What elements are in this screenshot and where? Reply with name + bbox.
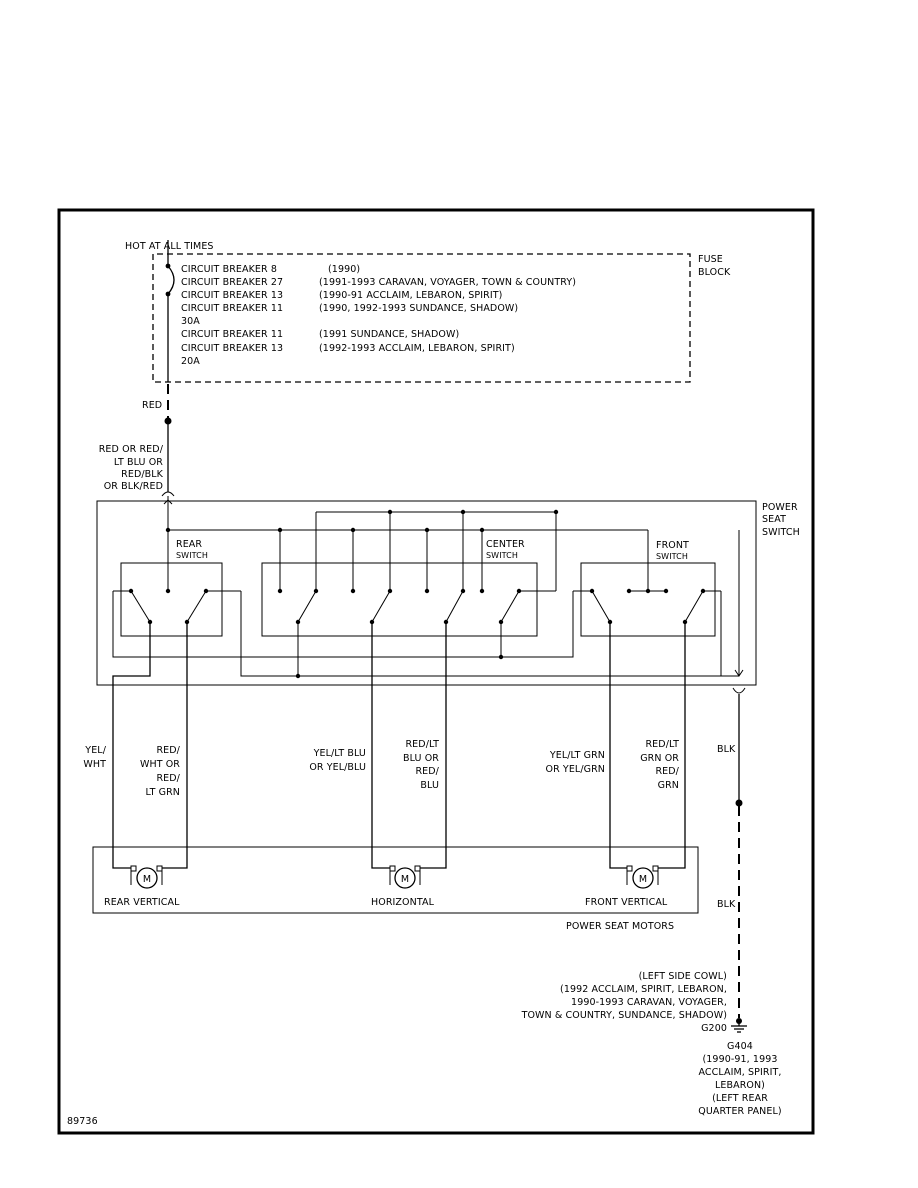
rear-vertical-label: REAR VERTICAL: [104, 897, 180, 908]
connector-symbol: [161, 491, 175, 497]
power-seat-switch-title: SEAT: [762, 514, 786, 525]
wire-label-horiz-a: YEL/LT BLU: [313, 748, 366, 759]
fuse-row-name: CIRCUIT BREAKER 8: [181, 264, 277, 275]
g404-note: ACCLAIM, SPIRIT,: [698, 1067, 781, 1078]
fuse-row-name: 30A: [181, 316, 200, 327]
fuse-row-name: CIRCUIT BREAKER 13: [181, 343, 283, 354]
fuse-row-years: (1990, 1992-1993 SUNDANCE, SHADOW): [319, 303, 518, 314]
center-switch-label: CENTER: [486, 539, 525, 550]
wire-label-blk: BLK: [717, 744, 736, 755]
connector-symbol: [732, 687, 746, 694]
wire-label-feed: RED OR RED/: [99, 444, 164, 455]
wire-label-feed: RED/BLK: [121, 469, 164, 480]
front-vertical-label: FRONT VERTICAL: [585, 897, 668, 908]
wire-label-front-b: GRN: [658, 780, 679, 791]
g404-note: LEBARON): [715, 1080, 765, 1091]
ground-wire: BLK BLK (LEFT SIDE COWL) (1992 ACCLAIM, …: [521, 687, 782, 1117]
front-switch: FRONT SWITCH: [573, 540, 721, 637]
horizontal-label: HORIZONTAL: [371, 897, 435, 908]
wire-label-blk-2: BLK: [717, 899, 736, 910]
motor-wires: YEL/ WHT RED/ WHT OR RED/ LT GRN YEL/LT …: [83, 622, 686, 869]
center-switch: CENTER SWITCH: [261, 512, 557, 637]
wire-label-rear-b: RED/: [156, 745, 180, 756]
front-vertical-motor: M: [626, 865, 659, 889]
wire-label-red: RED: [142, 400, 162, 411]
diagram-frame: [57, 208, 815, 1135]
fuse-row-years: (1992-1993 ACCLAIM, LEBARON, SPIRIT): [319, 343, 515, 354]
motor-symbol: M: [143, 874, 151, 885]
wire-label-feed: OR BLK/RED: [104, 481, 163, 492]
fuse-row-name: CIRCUIT BREAKER 13: [181, 290, 283, 301]
wire-label-front-a: YEL/LT GRN: [549, 750, 605, 761]
rear-switch-label: SWITCH: [176, 551, 208, 560]
rear-switch-label: REAR: [176, 539, 202, 550]
wire-label-horiz-b: BLU OR: [403, 753, 439, 764]
g200-note: (1992 ACCLAIM, SPIRIT, LEBARON,: [560, 984, 727, 995]
motor-symbol: M: [639, 874, 647, 885]
fuse-block-title: FUSE: [698, 254, 723, 265]
g200-label: G200: [701, 1023, 727, 1034]
wire-label-rear-a: WHT: [83, 759, 106, 770]
center-switch-label: SWITCH: [486, 551, 518, 560]
wire-label-front-a: OR YEL/GRN: [546, 764, 605, 775]
splice-dot: [735, 799, 743, 807]
horizontal-motor: M: [389, 865, 421, 889]
fuse-row-years: (1991 SUNDANCE, SHADOW): [319, 329, 459, 340]
wire-label-horiz-b: BLU: [420, 780, 439, 791]
fuse-row-name: CIRCUIT BREAKER 11: [181, 303, 283, 314]
g404-note: QUARTER PANEL): [698, 1106, 781, 1117]
fuse-row-years: (1990): [328, 264, 360, 275]
power-seat-motors: M M M REAR VERTICAL HORIZONTAL FRONT VER…: [92, 846, 699, 932]
fuse-row-name: CIRCUIT BREAKER 11: [181, 329, 283, 340]
wire-label-rear-a: YEL/: [84, 745, 106, 756]
fuse-row-list: CIRCUIT BREAKER 8 (1990) CIRCUIT BREAKER…: [181, 264, 576, 367]
fuse-block-title-2: BLOCK: [698, 267, 731, 278]
power-seat-switch-title: SWITCH: [762, 527, 800, 538]
wire-label-rear-b: LT GRN: [146, 787, 180, 798]
power-seat-switch-title: POWER: [762, 502, 798, 513]
rear-switch: REAR SWITCH: [113, 530, 241, 637]
fuse-row-years: (1991-1993 CARAVAN, VOYAGER, TOWN & COUN…: [319, 277, 576, 288]
front-switch-label: SWITCH: [656, 552, 688, 561]
feed-wire: RED RED OR RED/ LT BLU OR RED/BLK OR BLK…: [99, 384, 175, 530]
wire-label-front-b: GRN OR: [640, 753, 679, 764]
figure-id: 89736: [67, 1116, 98, 1127]
g404-note: (LEFT REAR: [712, 1093, 768, 1104]
g404-note: G404: [727, 1041, 753, 1052]
power-seat-switch: POWER SEAT SWITCH REAR SWITCH: [96, 500, 800, 686]
wire-label-rear-b: WHT OR: [140, 759, 180, 770]
front-switch-label: FRONT: [656, 540, 689, 551]
g200-note: 1990-1993 CARAVAN, VOYAGER,: [571, 997, 727, 1008]
wire-label-horiz-b: RED/: [415, 766, 439, 777]
power-seat-motors-label: POWER SEAT MOTORS: [566, 921, 674, 932]
wire-label-front-b: RED/LT: [645, 739, 679, 750]
wire-label-rear-b: RED/: [156, 773, 180, 784]
g404-note: (1990-91, 1993: [702, 1054, 777, 1065]
fuse-row-name: 20A: [181, 356, 200, 367]
g200-note: (LEFT SIDE COWL): [639, 971, 727, 982]
wire-label-horiz-a: OR YEL/BLU: [309, 762, 366, 773]
fuse-block: HOT AT ALL TIMES FUSE BLOCK CIRCUIT BREA…: [125, 240, 731, 383]
fuse-row-years: (1990-91 ACCLAIM, LEBARON, SPIRIT): [319, 290, 502, 301]
g200-note: TOWN & COUNTRY, SUNDANCE, SHADOW): [521, 1010, 727, 1021]
wire-label-front-b: RED/: [655, 766, 679, 777]
rear-vertical-motor: M: [130, 865, 163, 889]
wire-label-horiz-b: RED/LT: [405, 739, 439, 750]
hot-at-all-times-label: HOT AT ALL TIMES: [125, 241, 214, 252]
wire-label-feed: LT BLU OR: [114, 457, 163, 468]
fuse-row-name: CIRCUIT BREAKER 27: [181, 277, 283, 288]
motor-symbol: M: [401, 874, 409, 885]
